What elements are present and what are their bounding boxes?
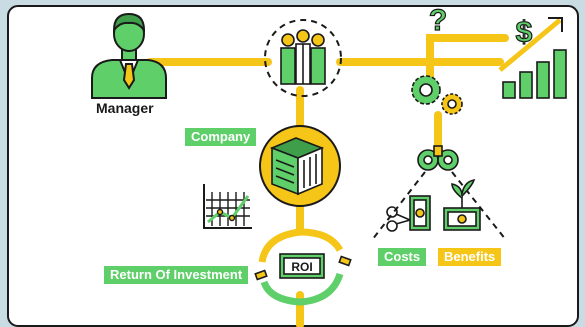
view-cone-lines: [371, 171, 507, 241]
building-icon: [269, 137, 325, 196]
manager-label: Manager: [96, 100, 154, 116]
growth-bar-icon: [498, 17, 567, 99]
question-mark-glyph: ?: [429, 4, 447, 37]
roi-cycle-icon: ROI: [254, 228, 352, 306]
scissors-money-icon: [386, 195, 431, 232]
gears-icon: [411, 75, 463, 115]
return-of-investment-label: Return Of Investment: [104, 266, 249, 284]
line-chart-icon: [203, 184, 252, 229]
manager-icon: [91, 12, 167, 99]
costs-label: Costs: [378, 248, 427, 266]
benefits-label: Benefits: [438, 248, 502, 266]
company-label: Company: [185, 128, 257, 146]
dollar-icon: $: [515, 15, 533, 49]
question-icon: ?: [428, 3, 448, 37]
dollar-glyph: $: [516, 16, 533, 49]
roi-badge-text: ROI: [291, 260, 312, 274]
team-dashed-circle: [264, 19, 342, 97]
connector-lines: [146, 34, 509, 327]
team-icon: [280, 29, 326, 85]
plant-money-icon: [443, 178, 481, 231]
binoculars-icon: [417, 145, 459, 171]
